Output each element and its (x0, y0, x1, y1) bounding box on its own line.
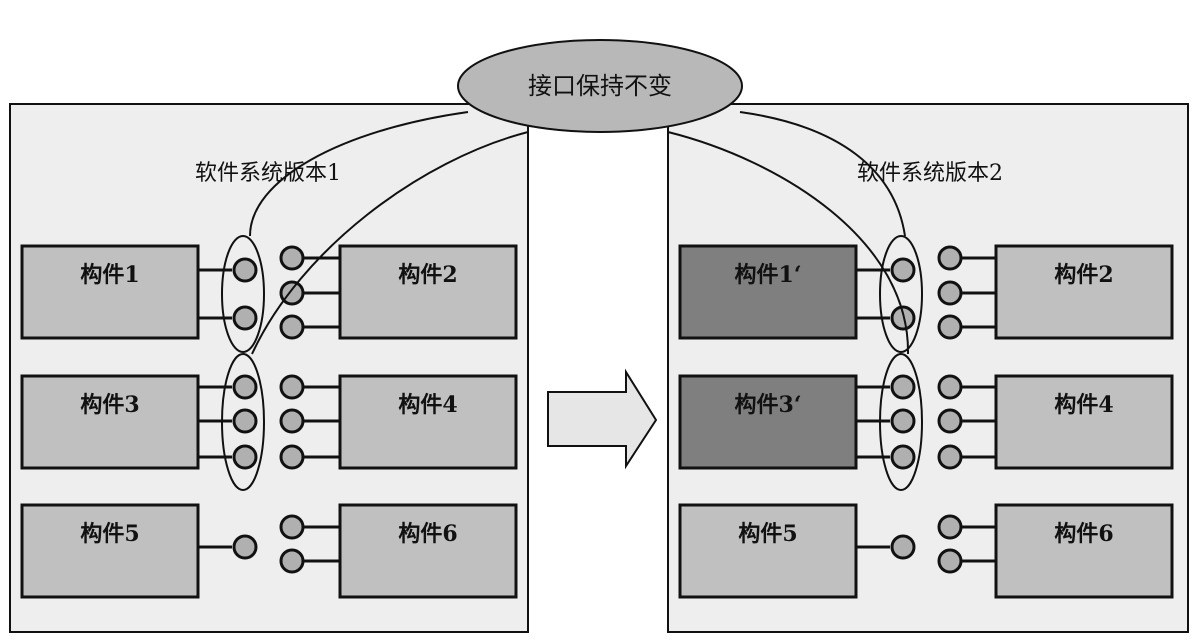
system-title-v1: 软件系统版本1 (195, 161, 341, 186)
system-title-v2: 软件系统版本2 (857, 161, 1003, 186)
component-box-v2-6: 构件6 (994, 503, 1174, 599)
version-transition-arrow (547, 368, 658, 470)
component-box-v2-4: 构件4 (994, 374, 1174, 470)
component-box-v2-1: 构件1‘ (678, 244, 858, 340)
svg-text:构件1: 构件1 (80, 262, 139, 288)
interface-curves (249, 111, 910, 355)
svg-text:构件6: 构件6 (398, 521, 457, 547)
component-box-v2-3: 构件3‘ (678, 374, 858, 470)
svg-text:构件2: 构件2 (1054, 262, 1113, 288)
component-box-v1-6: 构件6 (338, 503, 518, 599)
svg-text:构件4: 构件4 (398, 392, 457, 418)
svg-text:构件1‘: 构件1‘ (735, 262, 802, 288)
svg-text:构件4: 构件4 (1054, 392, 1113, 418)
component-box-v1-2: 构件2 (338, 244, 518, 340)
svg-text:构件5: 构件5 (738, 521, 797, 547)
ports-v2 (856, 245, 996, 574)
svg-text:构件6: 构件6 (1054, 521, 1113, 547)
ports-v1 (198, 245, 340, 574)
svg-text:构件3: 构件3 (80, 392, 139, 418)
component-box-v2-2: 构件2 (994, 244, 1174, 340)
component-box-v1-1: 构件1 (20, 244, 200, 340)
svg-text:构件5: 构件5 (80, 521, 139, 547)
component-box-v1-5: 构件5 (20, 503, 200, 599)
component-box-v2-5: 构件5 (678, 503, 858, 599)
interface-unchanged-bubble: 接口保持不变 (457, 39, 743, 133)
component-box-v1-3: 构件3 (20, 374, 200, 470)
component-box-v1-4: 构件4 (338, 374, 518, 470)
svg-text:接口保持不变: 接口保持不变 (528, 72, 672, 100)
svg-text:构件3‘: 构件3‘ (735, 392, 802, 418)
interface-groupings (221, 235, 923, 491)
svg-text:构件2: 构件2 (398, 262, 457, 288)
